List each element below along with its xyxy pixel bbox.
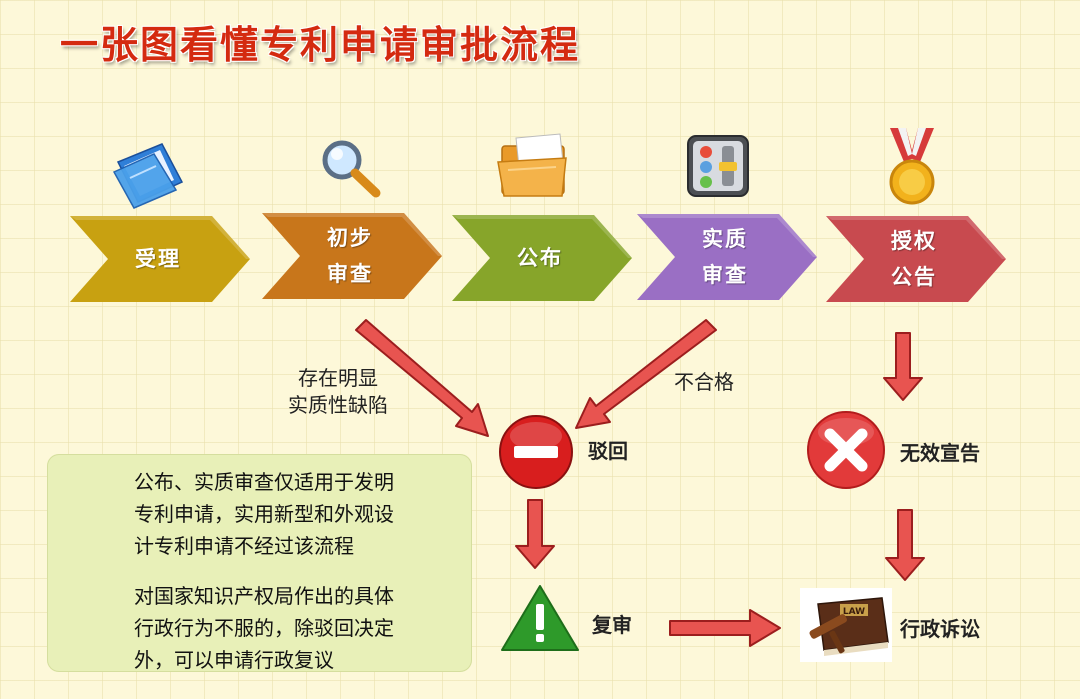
step-publication: 公布 [452, 215, 632, 301]
review-warning-icon [501, 585, 579, 651]
notes-panel [47, 454, 472, 672]
open-folder-icon [497, 133, 567, 197]
page-title: 一张图看懂专利申请审批流程 [60, 23, 581, 67]
invalid-x-icon [807, 411, 885, 489]
review-label: 复审 [592, 613, 632, 637]
step-label: 公布 [517, 246, 563, 270]
invalid-declaration-label: 无效宣告 [900, 441, 980, 465]
medal-icon [889, 128, 935, 205]
arrow-review-to-lawsuit [669, 609, 781, 647]
lawsuit-label: 行政诉讼 [900, 617, 980, 641]
reject-label: 驳回 [588, 439, 628, 463]
step-label: 实质 审查 [702, 227, 748, 287]
magnifier-icon [322, 140, 381, 198]
step-label: 初步 审查 [327, 226, 373, 286]
svg-text:LAW: LAW [843, 607, 865, 617]
reject-icon [499, 415, 573, 489]
step-grant-announcement: 授权 公告 [826, 216, 1006, 302]
arrow-grant-to-invalid [883, 332, 923, 401]
step-preliminary-exam: 初步 审查 [262, 213, 442, 299]
folder-icon [112, 143, 184, 209]
arrow-prelim-to-reject [355, 319, 489, 437]
control-panel-icon [687, 135, 749, 197]
defect-condition-label: 存在明显 实质性缺陷 [288, 366, 388, 417]
step-accept: 受理 [70, 216, 250, 302]
step-substantive-exam: 实质 审查 [637, 214, 817, 300]
note-text: 公布、实质审查仅适用于发明 专利申请，实用新型和外观设 计专利申请不经过该流程 [134, 470, 394, 558]
step-label: 授权 公告 [891, 229, 937, 289]
step-label: 受理 [135, 247, 181, 271]
fail-condition-label: 不合格 [674, 370, 734, 394]
arrow-substantive-to-reject [575, 319, 717, 429]
arrow-reject-to-review [515, 499, 555, 569]
note-text: 对国家知识产权局作出的具体 行政行为不服的，除驳回决定 外，可以申请行政复议 [134, 584, 394, 672]
arrow-invalid-to-lawsuit [885, 509, 925, 581]
law-book-gavel-icon: LAW [800, 588, 892, 662]
